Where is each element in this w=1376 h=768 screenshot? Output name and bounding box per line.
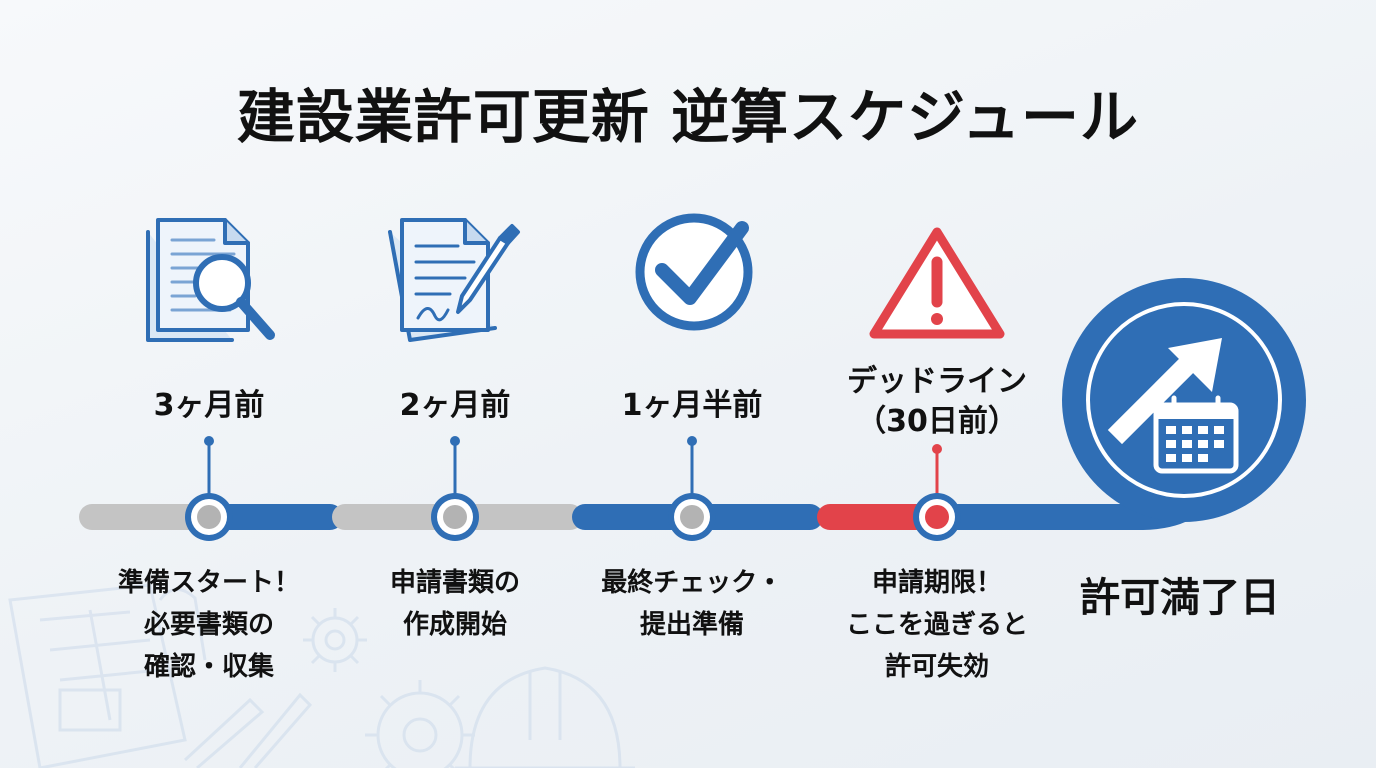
stage-3-desc-line: 最終チェック・	[601, 568, 783, 598]
blueprint-icon	[8, 583, 207, 768]
stage-1-desc-line: 必要書類の	[143, 610, 274, 640]
deadline-desc-line: 許可失効	[884, 652, 989, 682]
node-2	[431, 493, 479, 541]
warning-triangle-icon	[869, 227, 1005, 339]
gear-small-icon	[303, 608, 367, 672]
deadline-label-line2: （30日前）	[856, 404, 1018, 439]
stage-1-desc-line: 準備スタート！	[117, 568, 300, 598]
document-search-icon	[146, 218, 275, 342]
checkmark-circle-icon	[635, 213, 753, 331]
stage-3-label: 1ヶ月半前	[621, 388, 763, 423]
stage-2-desc-line: 申請書類の	[389, 568, 520, 598]
calendar-arrow-icon	[1062, 278, 1306, 522]
pencil-icon	[183, 692, 313, 768]
stage-2-label: 2ヶ月前	[399, 388, 511, 423]
deadline-desc-line: 申請期限！	[871, 568, 1002, 598]
stage-3-desc-line: 提出準備	[639, 610, 744, 640]
deadline-desc-line: ここを過ぎると	[845, 610, 1028, 640]
stage-1-label: 3ヶ月前	[153, 388, 265, 423]
helmet-icon	[455, 666, 635, 768]
expiry-date-label: 許可満了日	[1080, 575, 1280, 621]
stage-1-description: 準備スタート！ 必要書類の 確認・収集	[89, 562, 329, 688]
stage-2-desc-line: 作成開始	[402, 610, 507, 640]
document-sign-icon	[388, 218, 520, 342]
stage-3-description: 最終チェック・ 提出準備	[572, 562, 812, 646]
node-3	[668, 493, 716, 541]
node-deadline	[913, 493, 961, 541]
gear-large-icon	[365, 680, 475, 768]
stems	[204, 436, 942, 495]
node-1	[185, 493, 233, 541]
deadline-label-line1: デッドライン	[847, 364, 1027, 399]
background-decoration	[8, 583, 635, 768]
stage-2-description: 申請書類の 作成開始	[335, 562, 575, 646]
page-title: 建設業許可更新 逆算スケジュール	[236, 83, 1140, 151]
stage-deadline-description: 申請期限！ ここを過ぎると 許可失効	[817, 562, 1057, 688]
stage-deadline-label: デッドライン （30日前）	[817, 362, 1057, 442]
stage-1-desc-line: 確認・収集	[143, 652, 274, 682]
timeline-track	[79, 467, 1223, 530]
timeline-nodes	[185, 493, 961, 541]
